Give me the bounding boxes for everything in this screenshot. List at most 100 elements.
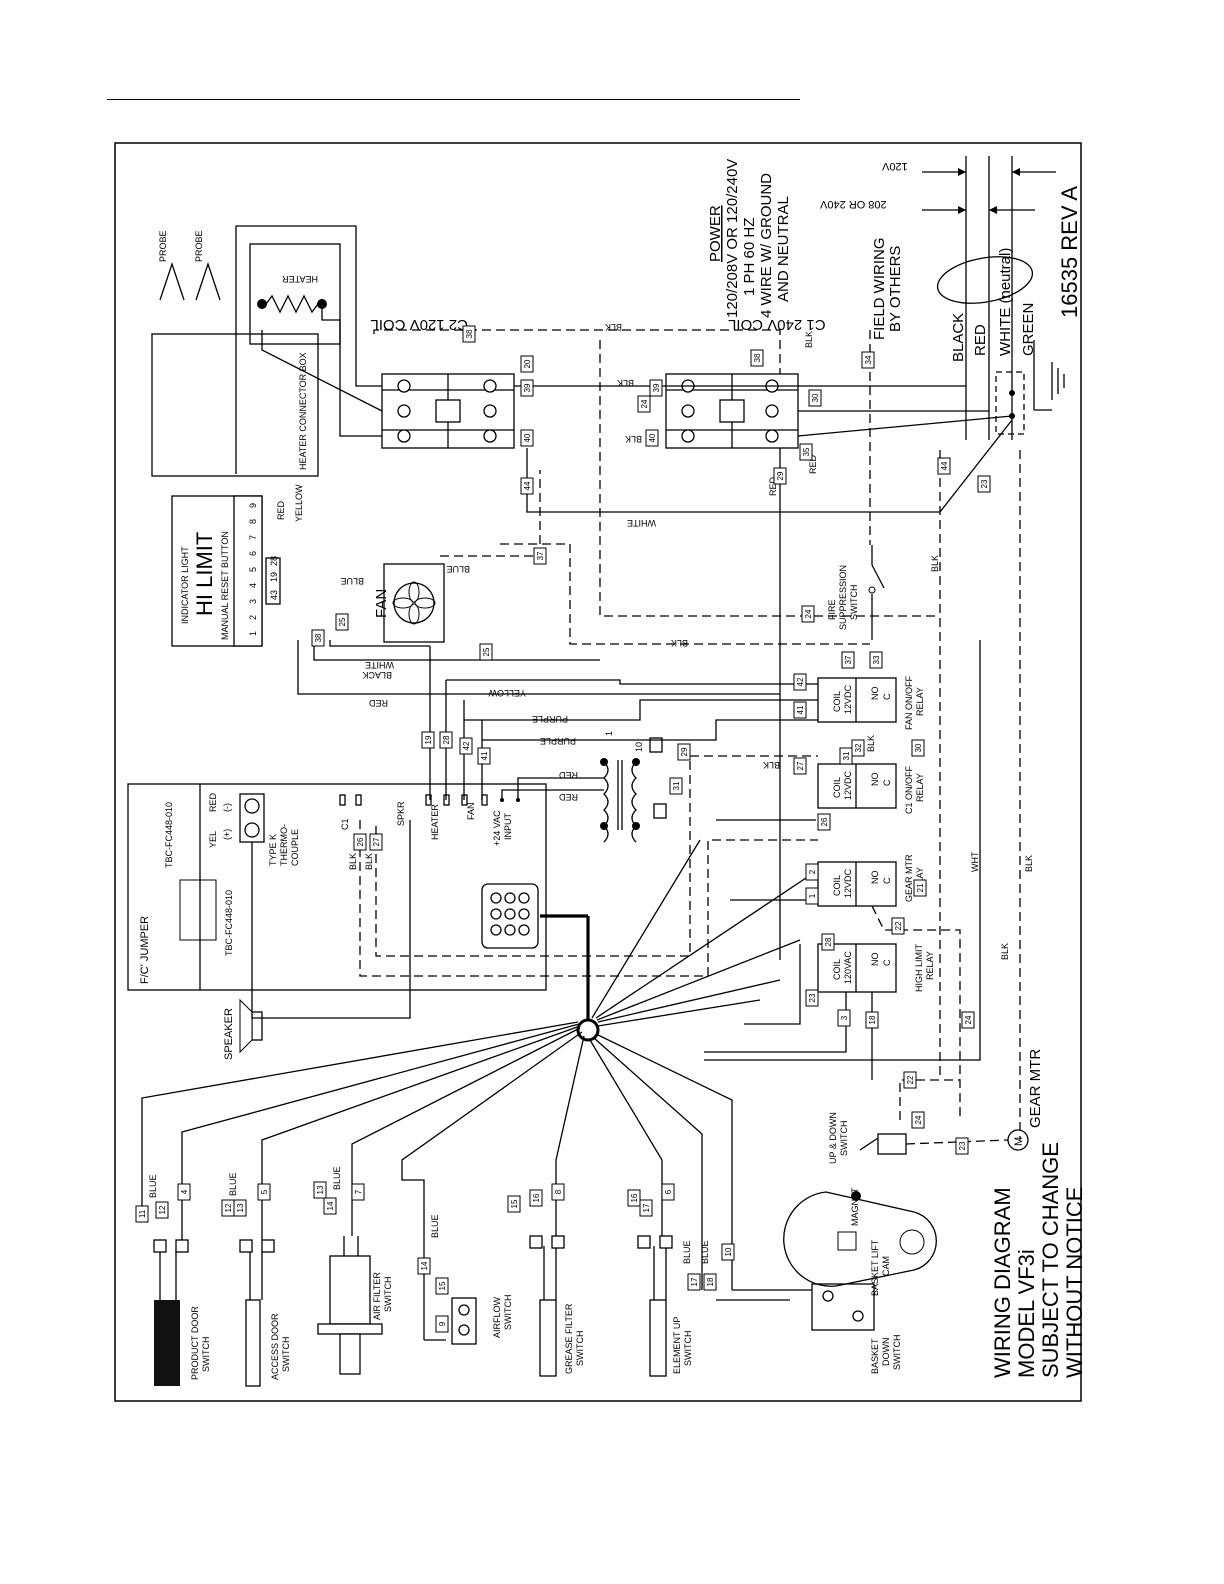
c1-relay-coil: COIL — [832, 777, 842, 798]
heater-connector-label: HEATER CONNECTOR BOX — [298, 352, 308, 470]
hi-limit-term-9: 9 — [248, 503, 258, 508]
basket-down-switch: BASKET DOWN SWITCH — [811, 1283, 902, 1374]
jumper-label: F/C' JUMPER — [139, 916, 151, 984]
tc-line-3: COUPLE — [290, 829, 300, 866]
wc-purple-2: PURPLE — [540, 736, 576, 746]
wire-tag-16: 16 — [627, 1189, 641, 1207]
wire-tag-text: 31 — [842, 751, 851, 760]
wc-white-2: WHITE — [365, 660, 394, 670]
wire-tag-text: 23 — [808, 993, 817, 1002]
magnet-label: MAGNET — [850, 1187, 860, 1226]
hi-limit-title: HI LIMIT — [192, 532, 217, 616]
grease-2: SWITCH — [575, 1331, 585, 1367]
wc-red-2: RED — [808, 454, 818, 474]
heater-connector-box: HEATER CONNECTOR BOX — [151, 333, 319, 477]
wc-yellow-1: YELLOW — [294, 484, 304, 522]
wc-red-5: RED — [558, 770, 578, 780]
access-switch-1: ACCESS DOOR — [270, 1313, 280, 1380]
wire-tag-5: 5 — [257, 1183, 271, 1201]
basket-2: DOWN — [881, 1338, 891, 1367]
c1-coil-label: C1 240V COIL — [728, 316, 826, 333]
high-limit-relay: COIL 120VAC NO C HIGH LIMIT RELAY — [817, 943, 935, 993]
c2-coil-label: C2 120V COIL — [370, 316, 468, 333]
wire-tag-text: 44 — [523, 481, 532, 490]
wire-tag-text: 15 — [438, 1281, 447, 1290]
gear-relay-no: NO — [870, 871, 880, 885]
power-line-2: 1 PH 60 HZ — [741, 218, 758, 296]
wire-tag-39: 39 — [649, 379, 663, 397]
wire-tag-25: 25 — [479, 643, 493, 661]
airflow-1: AIRFLOW — [492, 1296, 502, 1338]
wire-tag-32: 32 — [851, 739, 865, 757]
wire-tag-text: 4 — [180, 1189, 189, 1194]
wire-tag-text: 3 — [840, 1015, 849, 1020]
wc-blk-8: BLK — [930, 555, 940, 572]
wire-tag-21: 21 — [913, 879, 927, 897]
wire-tag-text: 33 — [872, 655, 881, 664]
wire-tag-40: 40 — [645, 429, 659, 447]
access-door-switch: ACCESS DOOR SWITCH — [239, 1239, 291, 1387]
ctrl-vac-1: +24 VAC — [492, 810, 502, 846]
hi-limit-term-2: 2 — [248, 615, 258, 620]
wc-blk-3: BLK — [625, 434, 642, 444]
wire-tag-42: 42 — [793, 673, 807, 691]
voltage-208-label: 208 OR 240V — [819, 198, 886, 210]
wire-tag-text: 29 — [776, 471, 785, 480]
wire-tag-28: 28 — [439, 731, 453, 749]
wire-tag-17: 17 — [639, 1199, 653, 1217]
ground-symbol — [1034, 362, 1065, 411]
wire-tag-24: 24 — [801, 605, 815, 623]
wire-tag-18: 18 — [865, 1011, 879, 1029]
tc-line-1: TYPE K — [268, 834, 278, 866]
ctrl-heater-label: HEATER — [430, 804, 440, 840]
wire-tag-text: 35 — [802, 447, 811, 456]
air-filter-1: AIR FILTER — [372, 1272, 382, 1320]
gear-relay-c: C — [882, 877, 892, 884]
wc-blk-6: BLK — [763, 760, 780, 770]
wc-blk-5: BLK — [671, 638, 688, 648]
power-line-4: AND NEUTRAL — [775, 196, 792, 302]
hi-limit-term-5: 5 — [248, 567, 258, 572]
wire-tag-9: 9 — [435, 1315, 449, 1333]
wc-blue-1: BLUE — [340, 576, 364, 586]
up-down-switch: UP & DOWN SWITCH — [828, 1112, 907, 1164]
wire-tag-19: 19 — [421, 731, 435, 749]
wire-tag-15: 15 — [435, 1277, 449, 1295]
wire-tag-8: 8 — [551, 1183, 565, 1201]
tc-red: RED — [208, 792, 218, 812]
wire-tag-12: 12 — [155, 1201, 169, 1219]
wire-tag-text: 39 — [523, 383, 532, 392]
wc-blk-10: BLK — [1000, 943, 1010, 960]
wire-tag-text: 11 — [138, 1209, 147, 1218]
element-2: SWITCH — [683, 1331, 693, 1367]
hi-limit-term-1: 1 — [248, 631, 258, 636]
wire-tag-41: 41 — [793, 701, 807, 719]
wire-tag-text: 29 — [680, 747, 689, 756]
c1-relay-sub: RELAY — [915, 773, 925, 802]
diagram-frame — [114, 142, 1082, 1402]
tc-yel: YEL — [208, 831, 218, 848]
harness-fanout — [141, 839, 819, 1340]
hl-relay-coil: COIL — [832, 959, 842, 980]
wire-tag-34: 34 — [861, 351, 875, 369]
wire-tag-text: 26 — [356, 837, 365, 846]
c1-relay-no: NO — [870, 773, 880, 787]
wire-tag-text: 24 — [640, 399, 649, 408]
wire-tag-text: 40 — [648, 433, 657, 442]
fan-relay-coil: COIL — [832, 691, 842, 712]
hl-relay-sub: RELAY — [925, 951, 935, 980]
ctrl-c1-label: C1 — [340, 818, 350, 830]
wc-blue-8: BLUE — [700, 1240, 710, 1264]
wc-blk-11: BLK — [348, 853, 358, 870]
wc-blk-12: BLK — [364, 853, 374, 870]
wire-tag-3: 3 — [837, 1009, 851, 1027]
wire-tag-17: 17 — [687, 1273, 701, 1291]
wire-tag-text: 25 — [482, 647, 491, 656]
wire-tag-2: 2 — [805, 863, 819, 881]
wc-purple-1: PURPLE — [532, 714, 568, 724]
wc-red-3: RED — [276, 500, 286, 520]
wc-blue-5: BLUE — [332, 1166, 342, 1190]
wire-tag-27: 27 — [369, 833, 383, 851]
hi-limit-term-7: 7 — [248, 535, 258, 540]
